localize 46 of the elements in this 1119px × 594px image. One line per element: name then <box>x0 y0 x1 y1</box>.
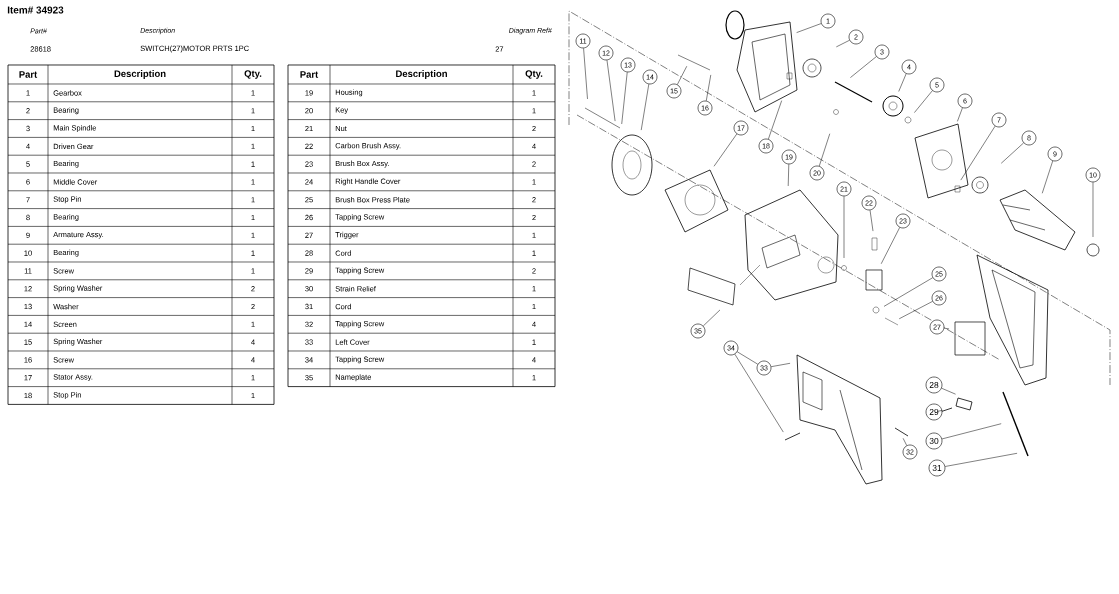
leader-line <box>796 23 822 33</box>
leader-line <box>703 309 721 327</box>
leader-line <box>960 125 996 181</box>
leader-line <box>1041 160 1053 194</box>
leader-line <box>836 40 850 48</box>
leader-line <box>606 60 616 122</box>
leader-line <box>768 100 782 140</box>
leader-line <box>819 133 831 167</box>
leader-line <box>943 327 950 330</box>
leader-line <box>621 72 628 125</box>
leader-line <box>640 83 650 131</box>
callout-number: 31 <box>928 459 946 477</box>
title: Item# 34923 <box>7 6 64 14</box>
callout-number: 30 <box>925 432 943 450</box>
leader-line <box>734 353 784 433</box>
leader-line <box>1092 182 1094 238</box>
column-header: Description <box>114 70 166 79</box>
leader-line <box>737 351 758 365</box>
leader-line <box>869 209 874 232</box>
leader-line <box>770 363 791 367</box>
leader-line <box>914 90 933 113</box>
leader-line <box>850 56 877 78</box>
leader-line <box>880 227 900 265</box>
leader-line <box>902 438 907 446</box>
leader-line <box>936 410 943 412</box>
leader-line <box>787 164 790 187</box>
leader-line <box>941 423 1002 440</box>
leader-line <box>898 73 907 92</box>
leader-line <box>941 388 956 395</box>
leader-line <box>898 301 933 320</box>
leader-line <box>713 133 738 167</box>
leader-line <box>883 277 933 307</box>
leader-line <box>583 48 588 100</box>
leader-line <box>1000 142 1024 164</box>
column-header: Part <box>19 71 38 78</box>
leader-line <box>957 107 963 122</box>
leader-line <box>843 196 845 259</box>
column-header: Part <box>300 71 319 78</box>
leader-line <box>944 453 1018 467</box>
callout-number: 28 <box>925 376 943 394</box>
leader-line <box>706 74 712 102</box>
column-header: Qty. <box>244 70 262 79</box>
leader-line <box>677 65 688 85</box>
column-header: Description <box>396 70 447 79</box>
column-header: Qty. <box>525 70 543 79</box>
callout-number: 29 <box>925 403 943 421</box>
